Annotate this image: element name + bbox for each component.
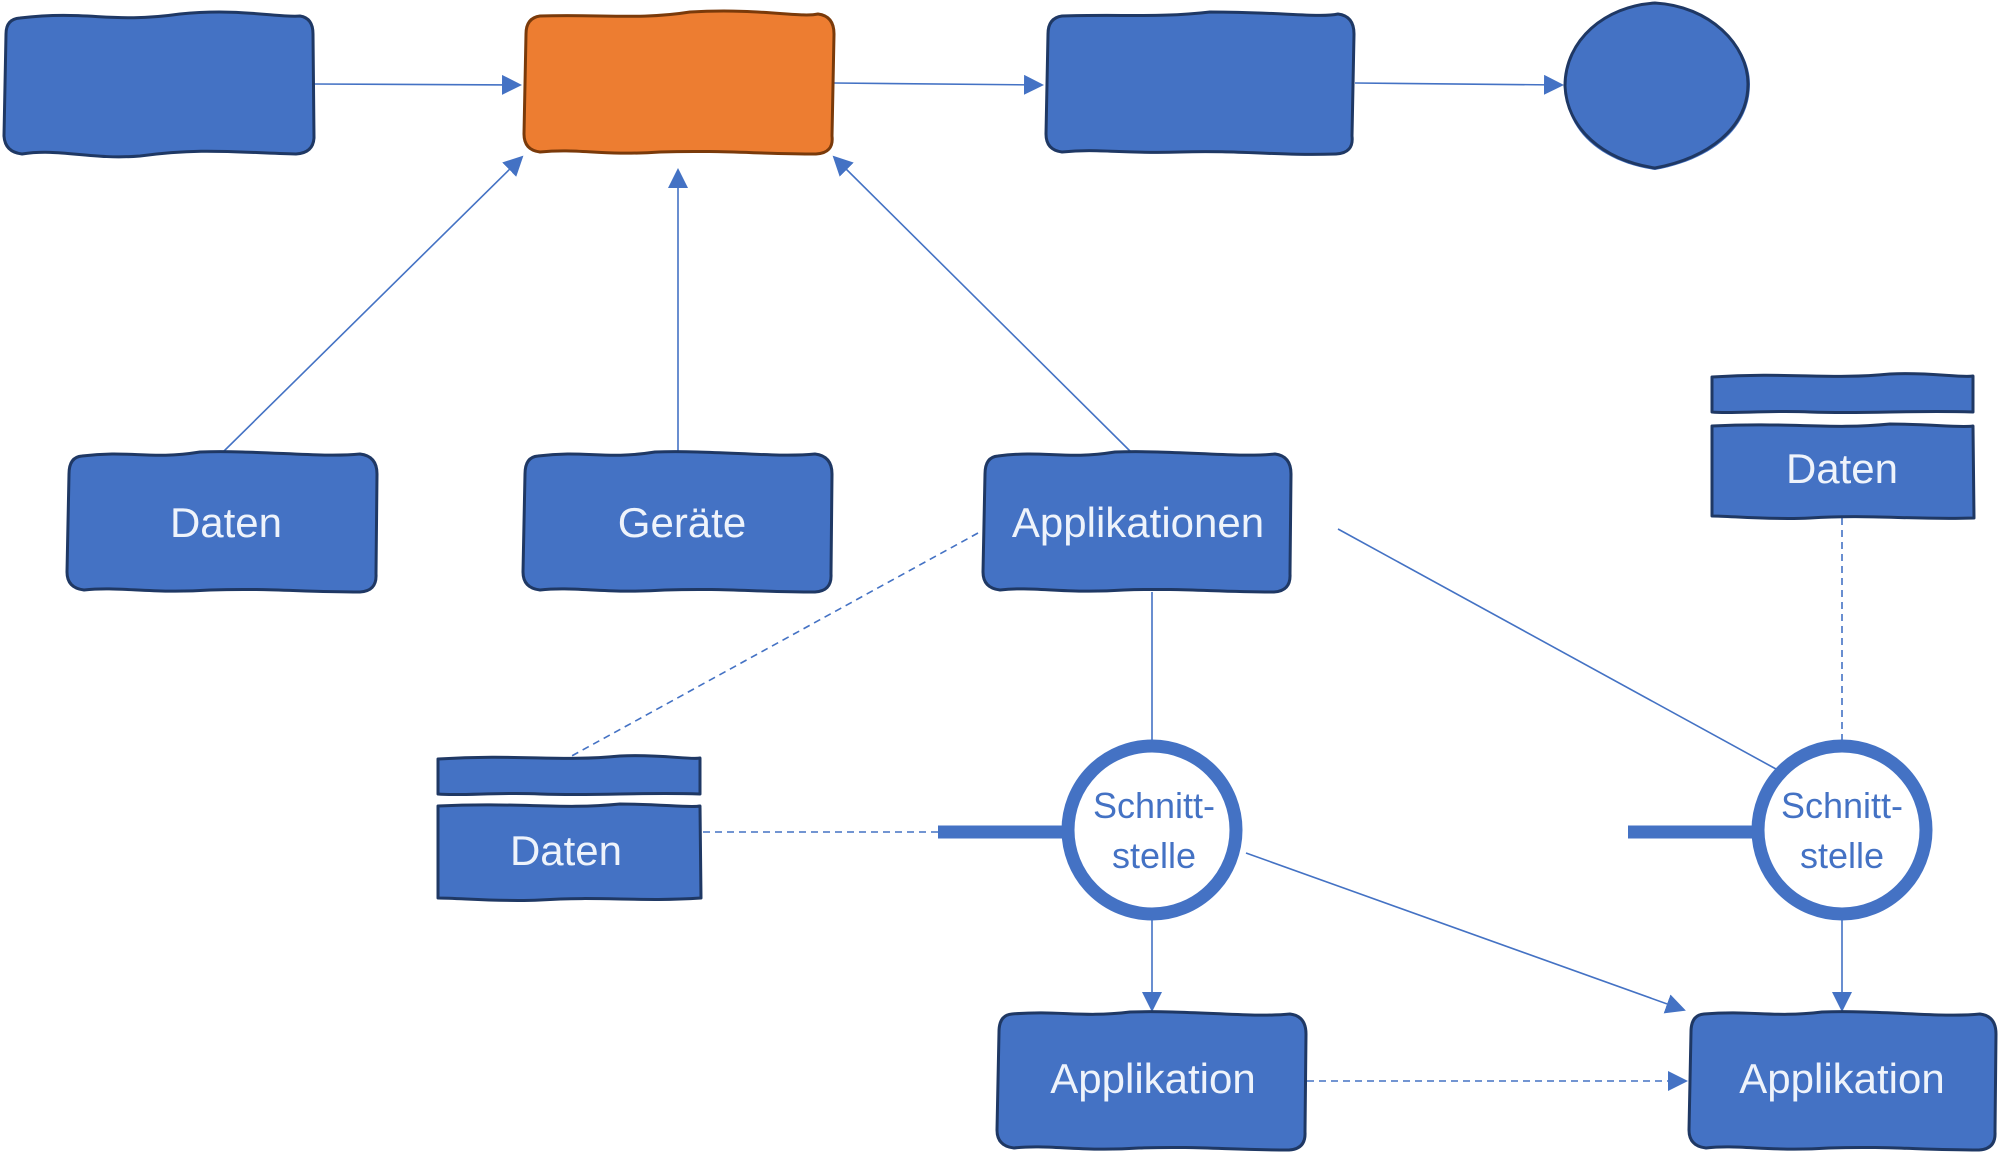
interface-left-ring — [1061, 739, 1243, 921]
application-right-label: Applikation — [1739, 1055, 1944, 1102]
interface-right-ring — [1751, 739, 1933, 921]
data-store-left[interactable]: Daten — [436, 754, 703, 903]
input-applikationen-label: Applikationen — [1012, 499, 1264, 546]
connector-process2-process3[interactable] — [833, 74, 1044, 95]
input-applikationen[interactable]: Applikationen — [981, 450, 1293, 594]
end-circle[interactable] — [1563, 1, 1750, 170]
input-daten-label: Daten — [170, 499, 282, 546]
process-box-1[interactable] — [2, 10, 316, 159]
application-right[interactable]: Applikation — [1687, 1010, 1998, 1152]
data-store-right[interactable]: Daten — [1710, 372, 1976, 521]
connector-iface-left-app-right[interactable] — [1245, 852, 1686, 1014]
interface-right[interactable]: Schnitt- stelle — [1628, 739, 1933, 921]
connector-process3-end[interactable] — [1354, 74, 1564, 95]
connectors — [221, 74, 1852, 1091]
input-geraete-label: Geräte — [618, 499, 746, 546]
application-left[interactable]: Applikation — [995, 1010, 1308, 1152]
input-geraete[interactable]: Geräte — [521, 450, 834, 594]
interface-left-label-2: stelle — [1112, 835, 1196, 876]
connector-applikationen-process2[interactable] — [832, 155, 1132, 453]
input-daten[interactable]: Daten — [65, 450, 379, 594]
data-store-right-label: Daten — [1786, 445, 1898, 492]
connector-daten-process2[interactable] — [221, 155, 524, 454]
application-left-label: Applikation — [1050, 1055, 1255, 1102]
data-store-left-label: Daten — [510, 827, 622, 874]
interface-right-label-1: Schnitt- — [1781, 785, 1903, 826]
connector-applikationen-store-left[interactable] — [567, 532, 979, 759]
interface-left[interactable]: Schnitt- stelle — [938, 739, 1243, 921]
connector-process1-process2[interactable] — [312, 74, 522, 95]
process-box-2[interactable] — [522, 9, 836, 156]
interface-left-label-1: Schnitt- — [1093, 785, 1215, 826]
connector-applikationen-iface-right[interactable] — [1337, 528, 1777, 770]
process-box-3[interactable] — [1044, 10, 1356, 156]
interface-right-label-2: stelle — [1800, 835, 1884, 876]
